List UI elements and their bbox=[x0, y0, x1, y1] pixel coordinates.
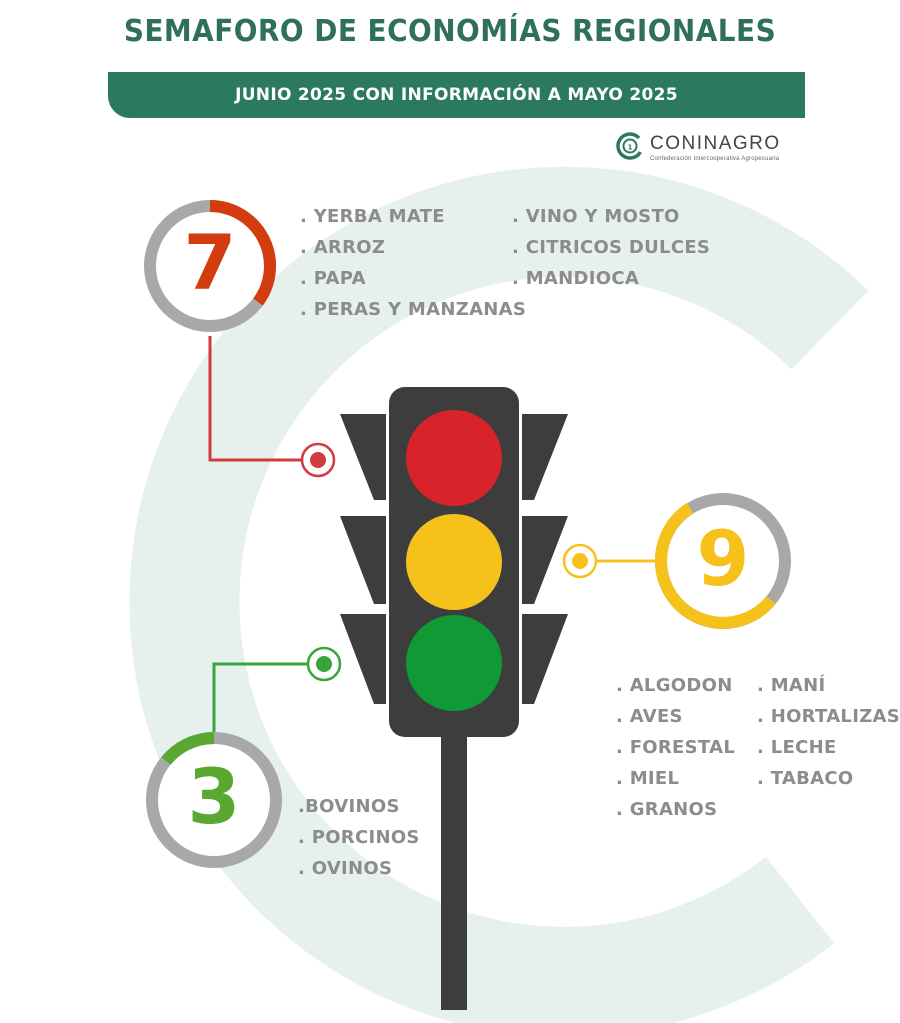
yellow-count-ring-arc bbox=[655, 560, 776, 629]
list-item: . FORESTAL bbox=[616, 737, 736, 758]
red-items-column-2: . VINO Y MOSTO . CITRICOS DULCES . MANDI… bbox=[512, 201, 710, 294]
page-title: SEMAFORO DE ECONOMÍAS REGIONALES bbox=[123, 14, 777, 49]
list-item: . TABACO bbox=[757, 768, 854, 789]
list-item: . PERAS Y MANZANAS bbox=[300, 299, 527, 320]
list-item: . LECHE bbox=[757, 737, 837, 758]
logo-tagline: Confederación Intercooperativa Agropecua… bbox=[650, 156, 780, 162]
yellow-items-column-1: . ALGODON . AVES . FORESTAL . MIEL . GRA… bbox=[616, 670, 735, 825]
yellow-count-ring-arc-top bbox=[654, 502, 694, 562]
yellow-connector-dot bbox=[572, 553, 588, 569]
yellow-count: 9 bbox=[696, 514, 750, 603]
list-item: . CITRICOS DULCES bbox=[512, 237, 711, 258]
list-item: . OVINOS bbox=[298, 858, 393, 879]
red-items-column-1: . YERBA MATE . ARROZ . PAPA . PERAS Y MA… bbox=[300, 201, 526, 325]
visor-left-bottom bbox=[340, 614, 386, 704]
list-item: . AVES bbox=[616, 706, 683, 727]
green-count-ring-arc bbox=[161, 732, 215, 765]
list-item: . ALGODON bbox=[616, 675, 733, 696]
list-item: . GRANOS bbox=[616, 799, 718, 820]
visor-left-top bbox=[340, 414, 386, 500]
visor-right-top bbox=[522, 414, 568, 500]
date-banner: JUNIO 2025 CON INFORMACIÓN A MAYO 2025 bbox=[108, 72, 805, 118]
list-item: . PORCINOS bbox=[298, 827, 420, 848]
logo-wordmark: CONINAGRO bbox=[650, 133, 781, 154]
visor-right-bottom bbox=[522, 614, 568, 704]
green-items-column-1: .BOVINOS . PORCINOS . OVINOS bbox=[298, 791, 420, 884]
visor-right-middle bbox=[522, 516, 568, 604]
list-item: . ARROZ bbox=[300, 237, 386, 258]
green-count: 3 bbox=[187, 752, 241, 841]
list-item: . YERBA MATE bbox=[300, 206, 445, 227]
list-item: .BOVINOS bbox=[298, 796, 400, 817]
red-count-ring-arc bbox=[209, 200, 276, 306]
traffic-light-pole bbox=[441, 735, 467, 1010]
list-item: . MANÍ bbox=[757, 675, 826, 696]
list-item: . VINO Y MOSTO bbox=[512, 206, 680, 227]
green-connector-dot bbox=[316, 656, 332, 672]
coninagro-logo: 1 CONINAGRO Confederación Intercooperati… bbox=[614, 130, 814, 166]
green-light bbox=[406, 615, 502, 711]
date-banner-text: JUNIO 2025 CON INFORMACIÓN A MAYO 2025 bbox=[235, 85, 678, 105]
red-connector-line bbox=[208, 336, 318, 462]
list-item: . PAPA bbox=[300, 268, 366, 289]
red-light bbox=[406, 410, 502, 506]
svg-text:1: 1 bbox=[628, 144, 633, 152]
coninagro-logo-icon: 1 bbox=[616, 132, 644, 160]
visor-left-middle bbox=[340, 516, 386, 604]
green-connector-line bbox=[212, 662, 324, 738]
red-count: 7 bbox=[183, 218, 237, 307]
yellow-light bbox=[406, 514, 502, 610]
list-item: . MIEL bbox=[616, 768, 680, 789]
yellow-items-column-2: . MANÍ . HORTALIZAS . LECHE . TABACO bbox=[757, 670, 900, 794]
list-item: . MANDIOCA bbox=[512, 268, 640, 289]
list-item: . HORTALIZAS bbox=[757, 706, 900, 727]
red-connector-dot bbox=[310, 452, 326, 468]
